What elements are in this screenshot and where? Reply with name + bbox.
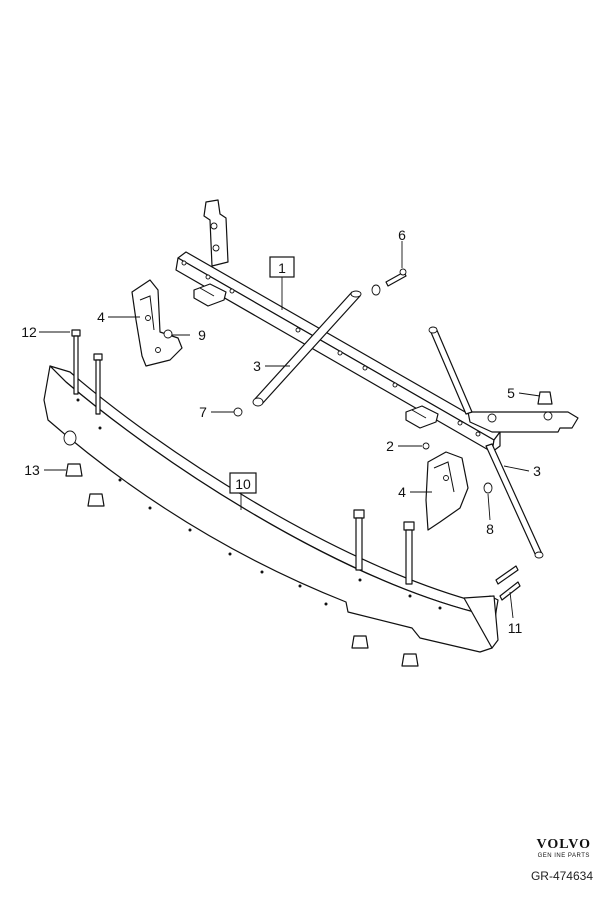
fastener-5 [537,391,553,405]
bracket-right [425,451,469,531]
callout-8: 8 [486,521,494,537]
callout-9: 9 [198,327,206,343]
brand-tagline: GEN INE PARTS [537,853,590,859]
upper-cross-member [175,199,579,453]
bolt-10a [353,509,365,571]
fastener-8 [483,482,493,494]
fastener-6 [371,268,407,296]
nut-13b [87,493,105,507]
bolt-12b [93,353,103,415]
callout-3-left: 3 [253,358,261,374]
callout-10: 10 [235,476,251,492]
volvo-logo: VOLVO GEN INE PARTS [537,838,592,860]
bolt-11a [495,565,519,585]
callout-1: 1 [278,260,286,276]
fastener-7 [233,407,243,417]
fastener-2 [422,442,430,450]
callout-11: 11 [508,620,523,636]
nut-13c [351,635,369,649]
callout-6: 6 [398,227,406,243]
bracket-left [131,279,183,367]
callout-4-right: 4 [398,484,406,500]
callout-12: 12 [21,324,37,340]
callout-box-10 [229,472,257,494]
callout-5: 5 [507,385,515,401]
callout-13: 13 [24,462,40,478]
nut-13d [401,653,419,667]
fastener-9 [163,329,173,339]
bolt-10b [403,521,415,585]
figure-id: GR-474634 [530,869,593,883]
brand-wordmark: VOLVO [536,837,591,852]
bolt-11b [499,581,521,601]
callout-2: 2 [386,438,394,454]
strut-right [428,326,544,559]
nut-13a [65,463,83,477]
callout-4-left: 4 [97,309,105,325]
leader-lines [39,241,541,619]
bumper-reinforcement-beam [43,365,499,653]
strut-left [252,290,362,407]
callout-7: 7 [199,404,207,420]
callout-box-1 [269,256,295,278]
callout-3-right: 3 [533,463,541,479]
bolt-12a [71,329,81,395]
